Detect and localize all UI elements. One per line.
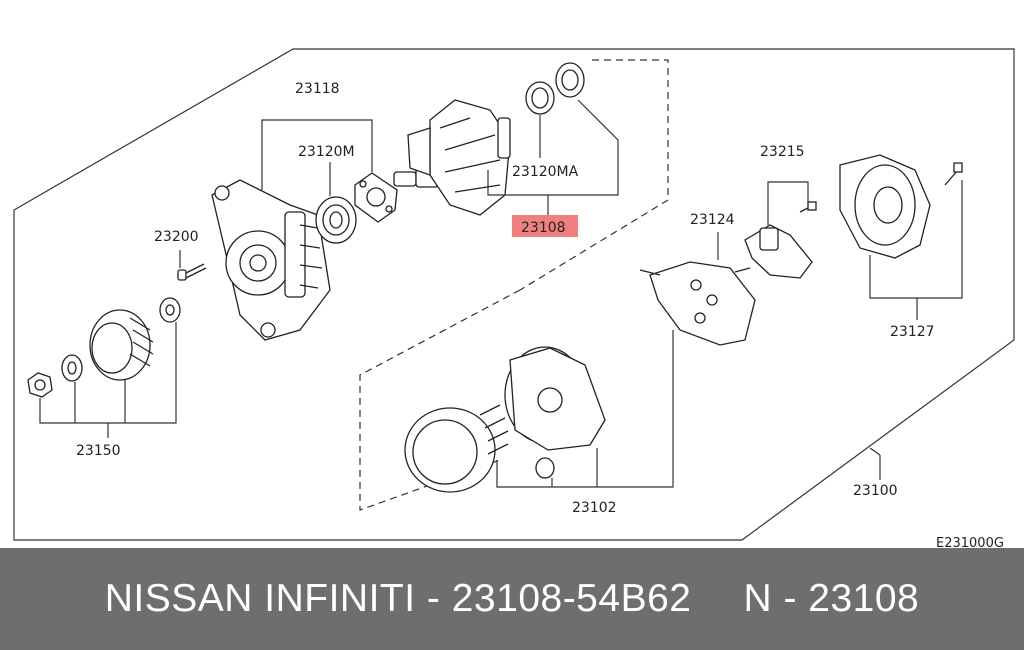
rear-cover-part <box>839 154 963 259</box>
label-23150: 23150 <box>76 443 121 459</box>
front-housing-part <box>211 179 331 341</box>
label-23200: 23200 <box>154 229 199 245</box>
label-23102: 23102 <box>572 500 617 516</box>
rotor-part <box>393 99 511 216</box>
leader-lines <box>39 99 963 488</box>
retainer-plate-part <box>354 172 398 223</box>
pulley-group-part <box>27 297 181 398</box>
label-23100: 23100 <box>853 483 898 499</box>
rotor-group-outline <box>519 59 669 291</box>
part-labels: 23118 23120M 23120MA 23108 23200 23215 2… <box>76 81 1004 548</box>
label-23120m: 23120M <box>298 144 355 160</box>
label-23120ma: 23120MA <box>512 164 579 180</box>
brush-holder-part <box>744 201 817 279</box>
stator-housing-part <box>404 346 606 493</box>
rectifier-part <box>639 261 756 346</box>
caption-reference: N - 23108 <box>743 577 920 620</box>
label-23124: 23124 <box>690 212 735 228</box>
rear-bearing-part <box>525 62 585 115</box>
label-23108: 23108 <box>521 220 566 236</box>
caption-bar: NISSAN INFINITI - 23108-54B62 N - 23108 <box>0 548 1024 650</box>
assembly-outline <box>13 48 1015 541</box>
exploded-parts-diagram: 23118 23120M 23120MA 23108 23200 23215 2… <box>13 48 1015 548</box>
front-bearing-part <box>315 196 357 244</box>
highlight-box <box>512 215 578 237</box>
label-23127: 23127 <box>890 324 935 340</box>
caption-part-number: NISSAN INFINITI - 23108-54B62 <box>104 577 692 620</box>
label-23118: 23118 <box>295 81 340 97</box>
figure-code: E231000G <box>936 536 1004 548</box>
bolt-part <box>177 263 207 281</box>
label-23215: 23215 <box>760 144 805 160</box>
